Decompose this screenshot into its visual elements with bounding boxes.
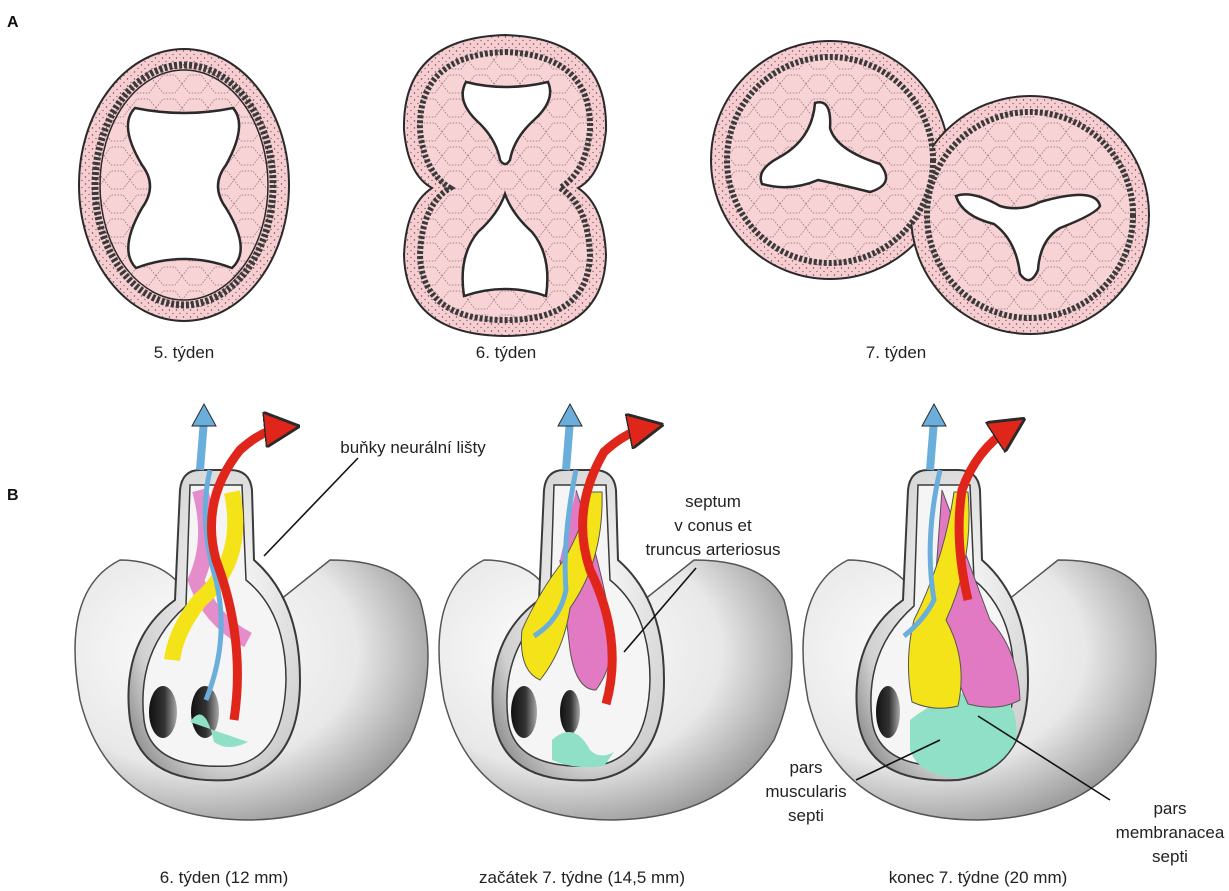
label-septum-line2: v conus et — [674, 516, 752, 535]
heart-week6 — [75, 404, 428, 820]
caption-week6-12mm: 6. týden (12 mm) — [160, 868, 289, 887]
label-septum-line1: septum — [685, 492, 741, 511]
label-pars-muscularis-line2: muscularis — [765, 782, 846, 801]
panel-label-a: A — [7, 14, 19, 31]
truncus-section-week6 — [404, 35, 606, 336]
label-pars-muscularis-line1: pars — [789, 758, 822, 777]
label-pars-muscularis-septi: pars muscularis septi — [765, 758, 846, 825]
caption-week7: 7. týden — [866, 343, 927, 362]
caption-week5: 5. týden — [154, 343, 215, 362]
label-pars-membranacea-line1: pars — [1153, 799, 1186, 818]
label-pars-membranacea-septi: pars membranacea septi — [1116, 799, 1225, 866]
truncus-section-week5 — [79, 49, 289, 321]
label-pars-muscularis-line3: septi — [788, 806, 824, 825]
leader-neural-crest — [264, 458, 358, 556]
truncus-section-week7 — [711, 41, 1149, 334]
caption-week6: 6. týden — [476, 343, 537, 362]
caption-week7-end: konec 7. týdne (20 mm) — [889, 868, 1068, 887]
label-pars-membranacea-line2: membranacea — [1116, 823, 1225, 842]
label-septum-line3: truncus arteriosus — [645, 540, 780, 559]
label-neural-crest-cells: buňky neurální lišty — [340, 438, 486, 457]
label-septum-conus-truncus: septum v conus et truncus arteriosus — [645, 492, 780, 559]
label-pars-membranacea-line3: septi — [1152, 847, 1188, 866]
heart-week7-start — [439, 404, 792, 820]
caption-week7-start: začátek 7. týdne (14,5 mm) — [479, 868, 685, 887]
panel-label-b: B — [7, 487, 19, 504]
heart-week7-end — [803, 404, 1156, 820]
